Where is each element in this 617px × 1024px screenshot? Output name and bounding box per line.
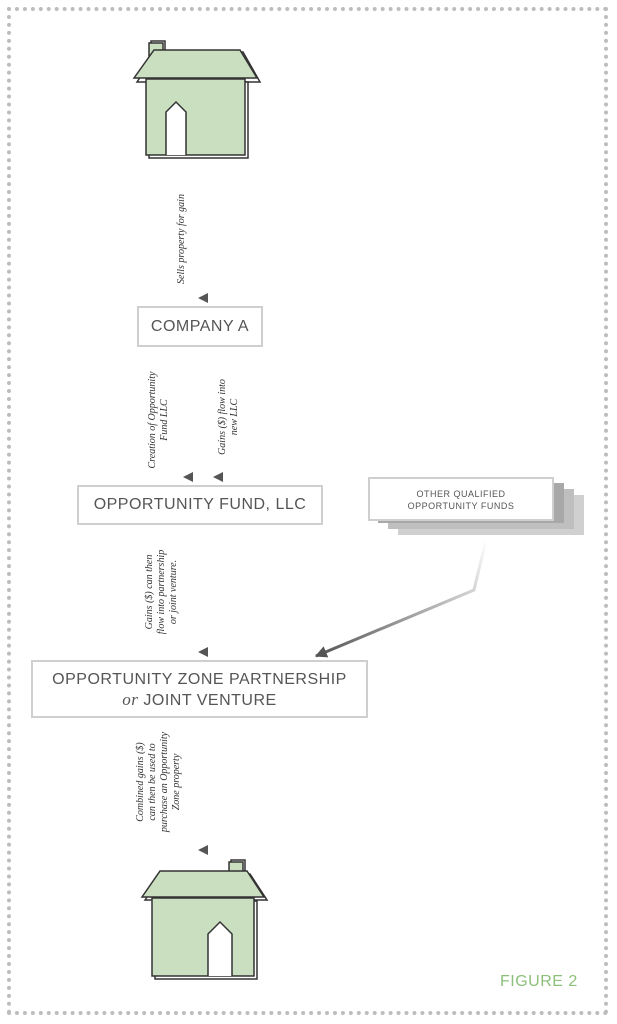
other-qualified-funds-box: OTHER QUALIFIED OPPORTUNITY FUNDS <box>368 477 554 521</box>
opportunity-fund-label: OPPORTUNITY FUND, LLC <box>93 496 307 513</box>
dotted-border <box>7 7 608 1015</box>
arrow-other-funds-to-ozp <box>314 539 488 658</box>
label-sells-property: Sells property for gain <box>176 194 187 284</box>
company-a-box: COMPANY A <box>137 306 263 347</box>
other-funds-line1: OTHER QUALIFIED <box>416 489 506 499</box>
opportunity-fund-box: OPPORTUNITY FUND, LLC <box>77 485 323 525</box>
ozp-line1: OPPORTUNITY ZONE PARTNERSHIP <box>52 671 347 688</box>
opportunity-zone-partnership-box: OPPORTUNITY ZONE PARTNERSHIP or JOINT VE… <box>31 660 368 718</box>
ozp-or: or <box>122 690 139 709</box>
other-funds-line2: OPPORTUNITY FUNDS <box>407 501 515 511</box>
top-house-icon <box>132 40 262 159</box>
label-gains-flow-llc: Gains ($) flow into new LLC <box>217 379 240 455</box>
bottom-house-icon <box>140 859 269 980</box>
ozp-line2-wrap: or JOINT VENTURE <box>33 690 366 711</box>
label-combined-gains: Combined gains ($) can then be used to p… <box>135 731 182 833</box>
company-a-label: COMPANY A <box>150 318 250 335</box>
ozp-line2: JOINT VENTURE <box>143 692 277 709</box>
label-gains-partnership: Gains ($) can then flow into partnership… <box>144 549 179 635</box>
label-creation-of-fund: Creation of Opportunity Fund LLC <box>147 371 170 469</box>
figure-label: FIGURE 2 <box>500 973 578 990</box>
